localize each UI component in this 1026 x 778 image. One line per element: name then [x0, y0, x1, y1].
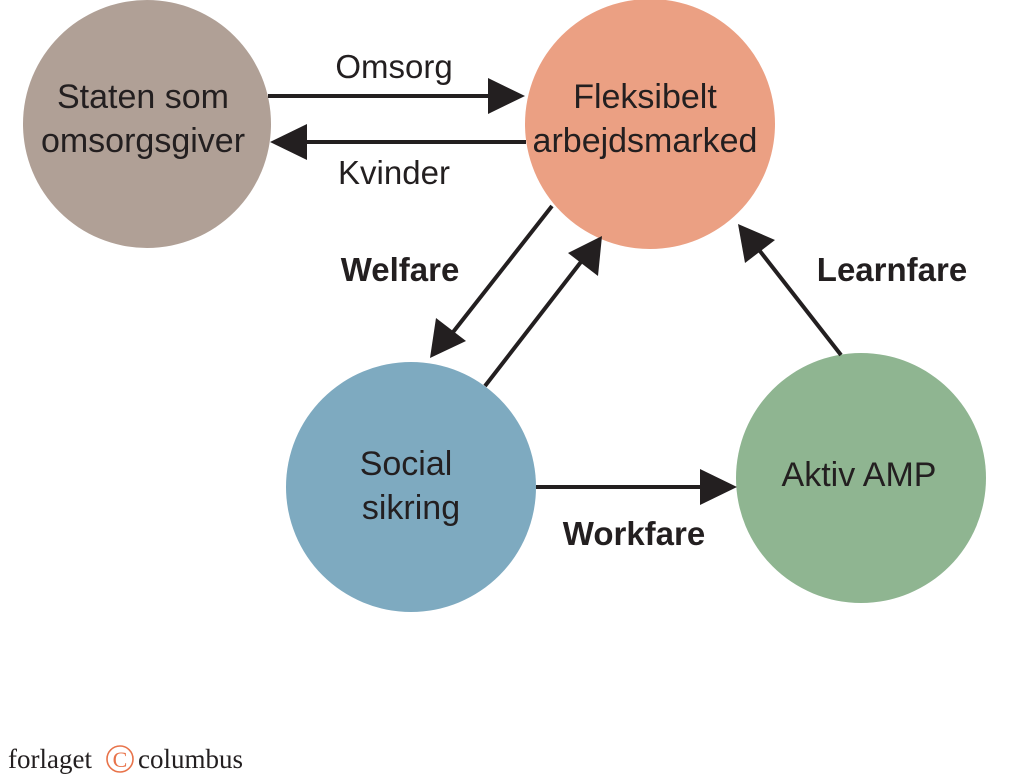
node-aktiv-circle: [736, 353, 986, 603]
edge-workfare-label: Workfare: [563, 515, 705, 552]
edge-welfare-label: Welfare: [341, 251, 460, 288]
edge-learnfare-line: [754, 244, 843, 357]
publisher-name-right: columbus: [138, 744, 243, 774]
publisher-name-left: forlaget: [8, 744, 92, 774]
edge-learnfare-arrowhead: [738, 224, 775, 263]
edge-kvinder-label: Kvinder: [338, 154, 450, 191]
edge-welfare-down-arrowhead: [430, 318, 466, 358]
publisher-logo-letter: C: [113, 747, 128, 772]
node-fleksibelt-circle: [525, 0, 775, 249]
edge-welfare-up-arrowhead: [568, 236, 602, 276]
edge-omsorg-label: Omsorg: [335, 48, 452, 85]
node-social-label-line1: Social: [360, 445, 453, 483]
node-social-circle: [286, 362, 536, 612]
node-social-label-line2: sikring: [362, 489, 460, 527]
node-staten-circle: [23, 0, 271, 248]
edge-learnfare-label: Learnfare: [817, 251, 967, 288]
edge-welfare-down-line: [448, 204, 554, 338]
node-staten-label-line1: Staten som: [57, 78, 229, 116]
edge-kvinder-arrowhead: [270, 124, 307, 160]
edge-workfare-arrowhead: [700, 469, 737, 505]
node-fleksibelt-label-line2: arbejdsmarked: [533, 122, 758, 160]
publisher-copyright-icon: C: [106, 745, 134, 773]
node-fleksibelt-label-line1: Fleksibelt: [573, 78, 717, 116]
edge-welfare-up-line: [483, 256, 586, 388]
node-staten-label-line2: omsorgsgiver: [41, 122, 245, 160]
edge-omsorg-arrowhead: [488, 78, 525, 114]
node-aktiv-label: Aktiv AMP: [782, 456, 937, 494]
